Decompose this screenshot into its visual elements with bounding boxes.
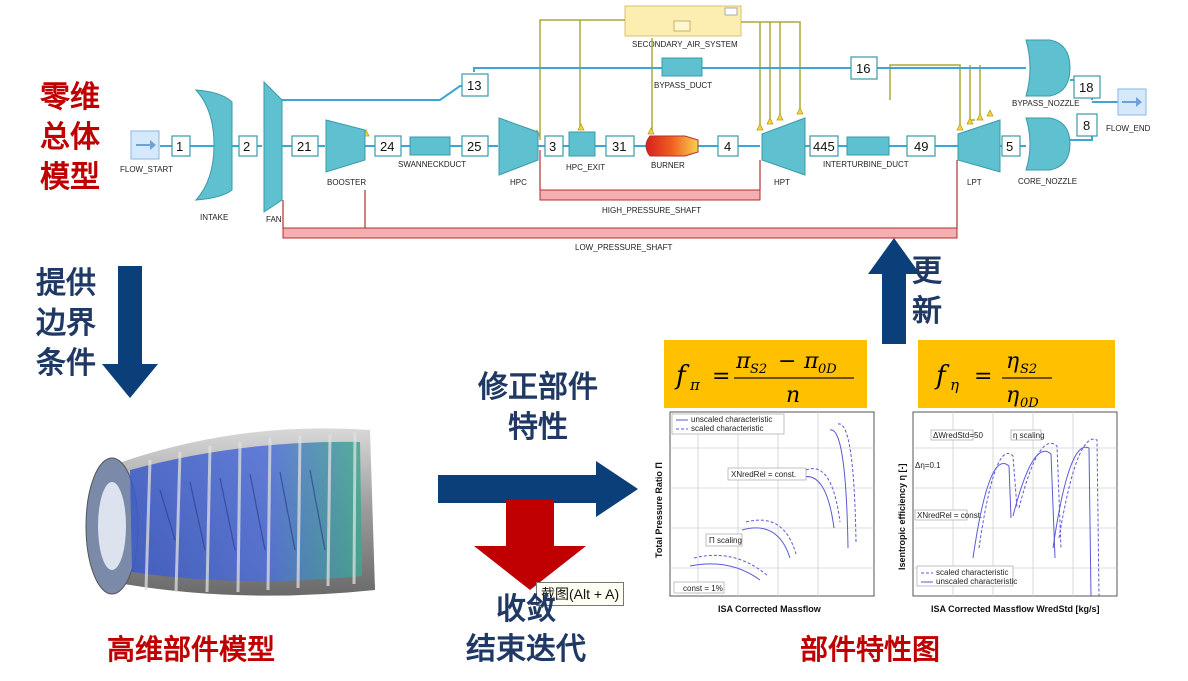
down-arrow [102, 266, 158, 398]
core-nozzle-shape[interactable] [1025, 117, 1071, 171]
annotation-deta: Δη=0.1 [915, 461, 941, 470]
flow-start-icon[interactable] [130, 130, 160, 160]
station-4: 4 [724, 139, 731, 154]
station-445: 445 [813, 139, 835, 154]
high-dim-model-label: 高维部件模型 [107, 633, 276, 666]
bypass-nozzle-label: BYPASS_NOZZLE [1012, 99, 1079, 108]
svg-text:π: π [735, 349, 751, 374]
lpt-label: LPT [967, 178, 982, 187]
svg-text:−: − [778, 349, 796, 374]
modify-component-label: 修正部件 特性 [478, 370, 598, 445]
burner-shape[interactable] [645, 135, 699, 157]
provide-boundary-label: 提供 边界 条件 [36, 266, 96, 381]
annotation-const: const = 1% [683, 584, 723, 593]
bypass-duct-label: BYPASS_DUCT [654, 81, 712, 90]
legend-unscaled-right: unscaled characteristic [936, 577, 1017, 586]
svg-text:π: π [689, 376, 701, 394]
core-nozzle-label: CORE_NOZZLE [1018, 177, 1077, 186]
interturbine-label: INTERTURBINE_DUCT [823, 160, 909, 169]
flow-start-label: FLOW_START [120, 165, 173, 174]
hp-shaft [539, 150, 761, 201]
compressor-map-chart: unscaled characteristic scaled character… [650, 408, 878, 624]
intake-label: INTAKE [200, 213, 228, 222]
hp-shaft-label: HIGH_PRESSURE_SHAFT [602, 206, 701, 215]
legend-scaled-right: scaled characteristic [936, 568, 1008, 577]
zero-dim-model-label: 零维 总体 模型 [40, 80, 100, 195]
svg-text:η: η [950, 376, 959, 394]
chart-right-ylabel: Isentropic efficiency η [-] [897, 463, 907, 570]
annotation-eta-scaling: η scaling [1013, 431, 1045, 440]
station-31: 31 [612, 139, 626, 154]
svg-text:f: f [674, 361, 690, 391]
station-18: 18 [1079, 80, 1093, 95]
hpt-label: HPT [774, 178, 790, 187]
bypass-nozzle-shape[interactable] [1025, 39, 1071, 97]
svg-text:n: n [786, 383, 800, 408]
station-5: 5 [1006, 139, 1013, 154]
svg-text:0D: 0D [1020, 396, 1039, 410]
secondary-air-label: SECONDARY_AIR_SYSTEM [632, 40, 738, 49]
svg-text:0D: 0D [818, 362, 837, 377]
svg-text:π: π [803, 349, 819, 374]
fan-shape[interactable] [263, 80, 283, 213]
annotation-dwred: ΔWredStd=50 [933, 431, 983, 440]
svg-text:S2: S2 [1020, 362, 1037, 377]
update-label: 更 新 [912, 254, 942, 329]
station-16: 16 [856, 61, 870, 76]
bypass-duct-shape[interactable] [661, 57, 703, 77]
station-3: 3 [549, 139, 556, 154]
station-49: 49 [914, 139, 928, 154]
annotation-xnredrel: XNredRel = const. [731, 470, 796, 479]
chart-left-ylabel: Total Pressure Ratio Π [654, 462, 664, 558]
svg-text:f: f [934, 361, 950, 391]
station-21: 21 [297, 139, 311, 154]
converge-label: 收敛 结束迭代 [466, 592, 586, 667]
up-arrow [868, 238, 920, 344]
legend-unscaled: unscaled characteristic [691, 415, 772, 424]
station-1: 1 [176, 139, 183, 154]
red-down-arrow [474, 500, 586, 590]
booster-label: BOOSTER [327, 178, 366, 187]
lpt-shape[interactable] [957, 119, 1001, 173]
station-13: 13 [467, 78, 481, 93]
hpc-shape[interactable] [498, 117, 539, 176]
station-2: 2 [243, 139, 250, 154]
component-map-label: 部件特性图 [800, 633, 941, 666]
hpc-label: HPC [510, 178, 527, 187]
station-25: 25 [467, 139, 481, 154]
flow-end-icon[interactable] [1117, 88, 1147, 116]
station-8: 8 [1083, 118, 1090, 133]
annotation-pi-scaling: Π scaling [709, 536, 742, 545]
svg-text:=: = [974, 364, 992, 389]
booster-shape[interactable] [325, 119, 366, 173]
interturbine-shape[interactable] [846, 136, 890, 156]
burner-label: BURNER [651, 161, 685, 170]
svg-text:=: = [712, 364, 730, 389]
formula-f-pi: f π = π S2 − π 0D n [664, 340, 867, 410]
station-24: 24 [380, 139, 394, 154]
compressor-rotor-image [85, 428, 375, 596]
screenshot-tooltip: 截图(Alt + A) [536, 582, 625, 606]
efficiency-map-chart: ΔWredStd=50 η scaling Δη=0.1 XNredRel = … [893, 408, 1121, 624]
annotation-xnredrel-right: XNredRel = const. [917, 511, 982, 520]
swanneck-label: SWANNECKDUCT [398, 160, 466, 169]
chart-left-xlabel: ISA Corrected Massflow [718, 604, 822, 614]
right-arrow [438, 461, 638, 517]
hpc-exit-shape[interactable] [568, 131, 596, 157]
svg-text:η: η [1006, 349, 1019, 374]
fan-label: FAN [266, 215, 282, 224]
flow-end-label: FLOW_END [1106, 124, 1151, 133]
lp-shaft-label: LOW_PRESSURE_SHAFT [575, 243, 672, 252]
chart-right-xlabel: ISA Corrected Massflow WredStd [kg/s] [931, 604, 1100, 614]
engine-diagram: SECONDARY_AIR_SYSTEM [120, 5, 1151, 252]
hpc-exit-label: HPC_EXIT [566, 163, 605, 172]
legend-scaled: scaled characteristic [691, 424, 763, 433]
lp-shaft [282, 160, 958, 239]
swanneck-shape[interactable] [409, 136, 451, 156]
svg-text:η: η [1006, 383, 1019, 408]
hpt-shape[interactable] [761, 117, 806, 176]
svg-text:S2: S2 [750, 362, 767, 377]
formula-f-eta: f η = η S2 η 0D [918, 340, 1115, 411]
intake-shape[interactable] [194, 89, 233, 201]
